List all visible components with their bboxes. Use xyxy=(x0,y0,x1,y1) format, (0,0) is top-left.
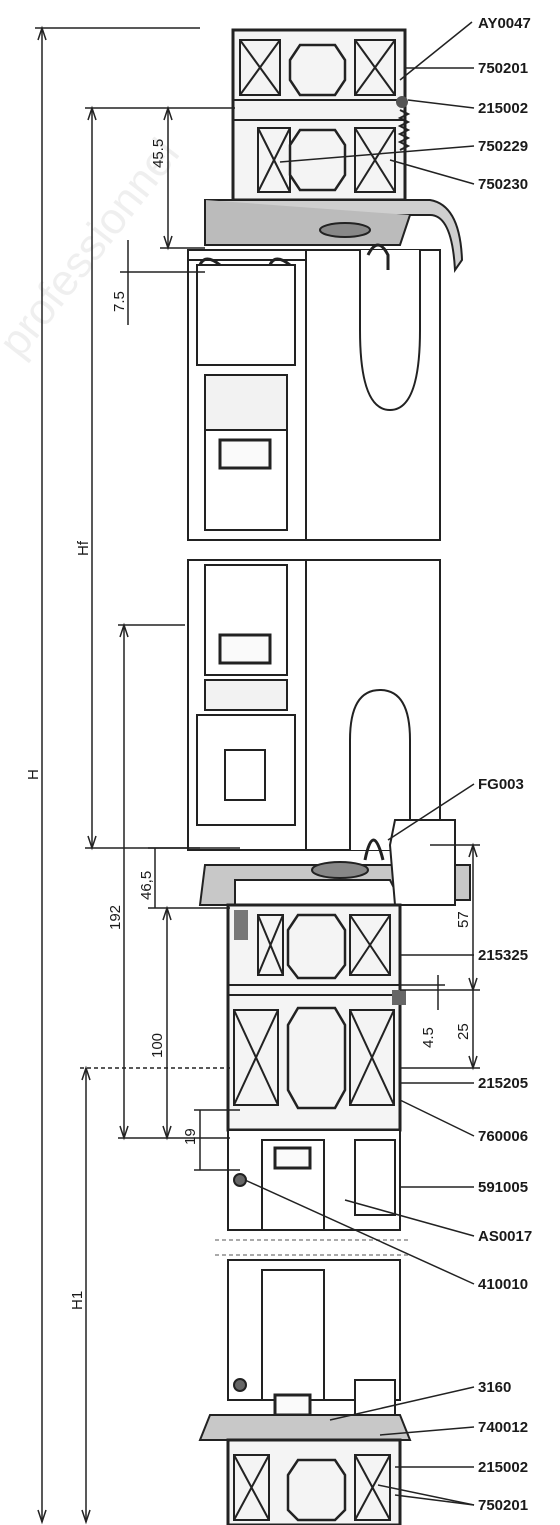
dim-7-5: 7.5 xyxy=(111,291,128,312)
dim-45-5: 45.5 xyxy=(150,139,167,168)
part-label-740012: 740012 xyxy=(478,1419,528,1436)
part-label-410010: 410010 xyxy=(478,1276,528,1293)
part-label-750230: 750230 xyxy=(478,176,528,193)
part-label-AY0047: AY0047 xyxy=(478,15,531,32)
sash-upper xyxy=(187,243,441,541)
part-label-591005: 591005 xyxy=(478,1179,528,1196)
dim-192: 192 xyxy=(107,905,124,930)
part-label-215325: 215325 xyxy=(478,947,528,964)
part-label-750229: 750229 xyxy=(478,138,528,155)
part-label-760006: 760006 xyxy=(478,1128,528,1145)
sill-cover xyxy=(198,819,471,906)
top-frame-profile xyxy=(231,28,411,202)
dim-H1: H1 xyxy=(69,1291,86,1310)
lower-profile xyxy=(198,1129,412,1441)
dim-H: H xyxy=(25,769,42,780)
sash-lower xyxy=(187,559,441,851)
part-label-215205: 215205 xyxy=(478,1075,528,1092)
dim-Hf: Hf xyxy=(75,540,92,556)
dim-25: 25 xyxy=(455,1023,472,1040)
dim-100: 100 xyxy=(149,1033,166,1058)
part-label-3160: 3160 xyxy=(478,1379,511,1396)
sill-frame xyxy=(226,903,406,1132)
head-cover xyxy=(204,199,464,273)
dimension-lines xyxy=(35,25,480,1525)
bottom-frame xyxy=(226,1438,402,1525)
part-label-FG003: FG003 xyxy=(478,776,524,793)
part-label-215002-bottom: 215002 xyxy=(478,1459,528,1476)
part-label-750201-top: 750201 xyxy=(478,60,528,77)
dim-57: 57 xyxy=(455,911,472,928)
dim-4-5: 4.5 xyxy=(420,1027,437,1048)
dim-19: 19 xyxy=(182,1128,199,1145)
part-label-AS0017: AS0017 xyxy=(478,1228,532,1245)
part-label-215002-top: 215002 xyxy=(478,100,528,117)
part-label-750201-bottom: 750201 xyxy=(478,1497,528,1514)
leader-lines xyxy=(244,21,475,1506)
dim-46-5: 46,5 xyxy=(138,871,155,900)
